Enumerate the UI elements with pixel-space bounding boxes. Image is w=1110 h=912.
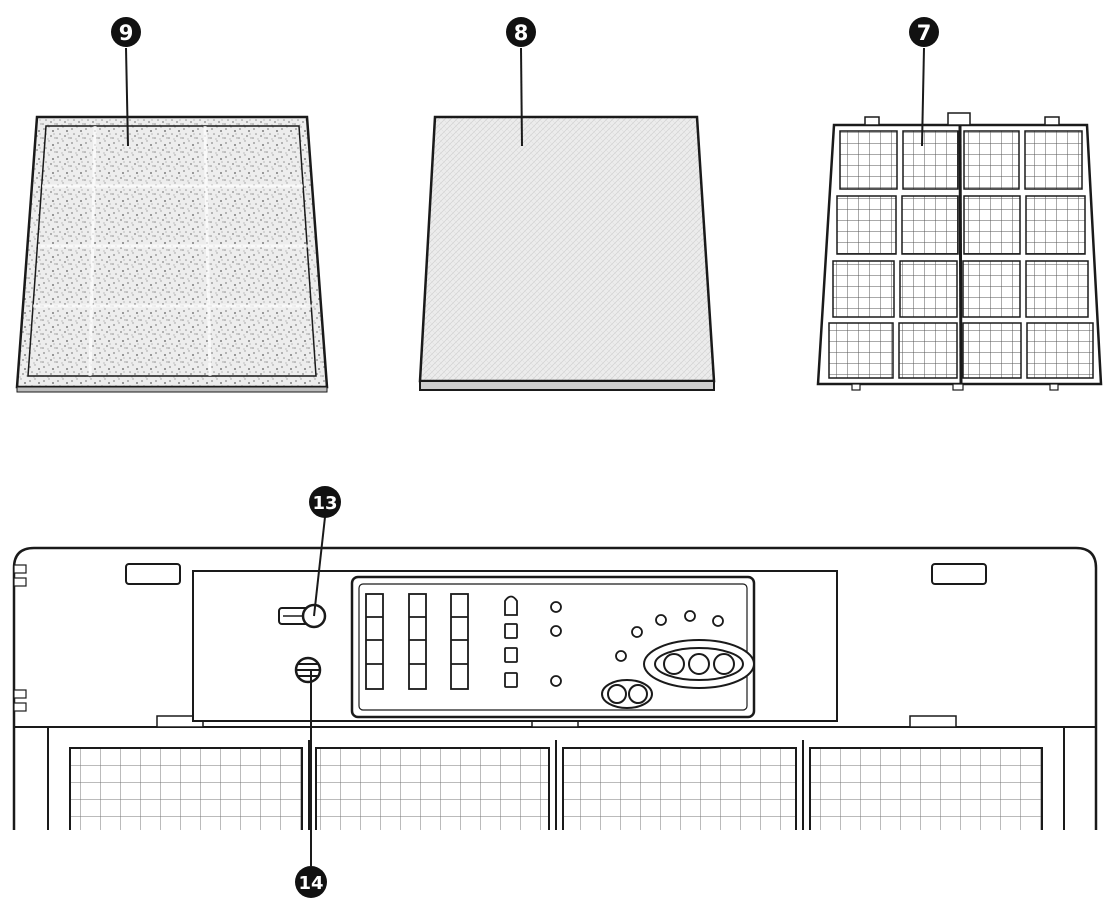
callout-7: 7: [909, 17, 939, 47]
sensor-grille-14: [294, 656, 322, 684]
control-panel: [350, 575, 756, 719]
callout-14: 14: [295, 866, 327, 898]
intake-grilles: [47, 727, 1065, 830]
power-switch-13: [278, 603, 327, 629]
filter-9-speckled: [15, 115, 329, 393]
callout-8-label: 8: [514, 21, 529, 45]
filter-8-pad: [418, 115, 716, 391]
callout-13: 13: [309, 486, 341, 518]
callout-14-label: 14: [298, 873, 323, 894]
callout-9: 9: [111, 17, 141, 47]
leader-lines: [125, 47, 925, 866]
callout-13-label: 13: [312, 493, 337, 514]
callout-9-label: 9: [119, 21, 134, 45]
unit-front-panel: [12, 546, 1098, 830]
callout-7-label: 7: [917, 21, 932, 45]
filter-7-mesh: [816, 112, 1103, 391]
callout-8: 8: [506, 17, 536, 47]
